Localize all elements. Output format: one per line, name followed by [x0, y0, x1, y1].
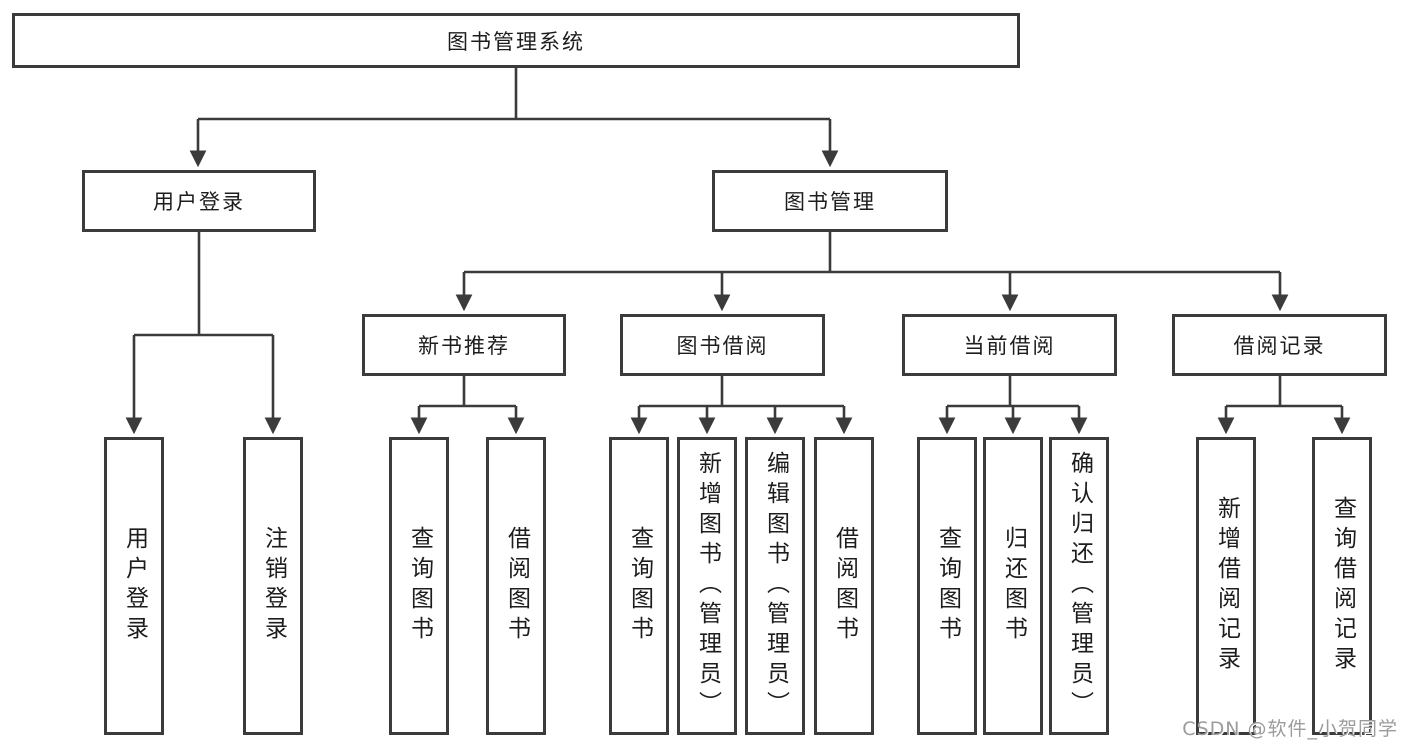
leaf-borrow-books: 借阅图书 [814, 437, 874, 735]
leaf-add-borrow-record: 新增借阅记录 [1196, 437, 1256, 735]
leaf-label: 查询图书 [934, 526, 961, 646]
leaf-query-books-current: 查询图书 [917, 437, 977, 735]
leaf-label: 借阅图书 [831, 526, 858, 646]
leaf-logout: 注销登录 [243, 437, 303, 735]
csdn-watermark: CSDN @软件_小贺同学 [1182, 718, 1398, 740]
leaf-label: 查询借阅记录 [1329, 496, 1356, 676]
leaf-label: 确认归还（管理员） [1066, 451, 1093, 721]
leaf-label: 借阅图书 [503, 526, 530, 646]
leaf-confirm-return-admin: 确认归还（管理员） [1049, 437, 1109, 735]
leaf-user-login: 用户登录 [104, 437, 164, 735]
node-book-management: 图书管理 [712, 170, 948, 232]
leaf-label: 归还图书 [1000, 526, 1027, 646]
node-library-system: 图书管理系统 [12, 13, 1020, 68]
node-book-borrowing: 图书借阅 [620, 314, 825, 376]
leaf-query-borrow-record: 查询借阅记录 [1312, 437, 1372, 735]
leaf-label: 新增借阅记录 [1213, 496, 1240, 676]
node-current-borrowing: 当前借阅 [902, 314, 1117, 376]
leaf-borrow-books-recommend: 借阅图书 [486, 437, 546, 735]
leaf-label: 注销登录 [260, 526, 287, 646]
leaf-label: 查询图书 [406, 526, 433, 646]
leaf-query-books-recommend: 查询图书 [389, 437, 449, 735]
node-borrowing-records: 借阅记录 [1172, 314, 1387, 376]
leaf-label: 编辑图书（管理员） [762, 451, 789, 721]
node-user-login-group: 用户登录 [82, 170, 316, 232]
leaf-label: 新增图书（管理员） [694, 451, 721, 721]
leaf-edit-books-admin: 编辑图书（管理员） [745, 437, 805, 735]
leaf-query-books-borrow: 查询图书 [609, 437, 669, 735]
node-new-book-recommend: 新书推荐 [362, 314, 566, 376]
leaf-add-books-admin: 新增图书（管理员） [677, 437, 737, 735]
leaf-label: 查询图书 [626, 526, 653, 646]
leaf-label: 用户登录 [121, 526, 148, 646]
leaf-return-books: 归还图书 [983, 437, 1043, 735]
